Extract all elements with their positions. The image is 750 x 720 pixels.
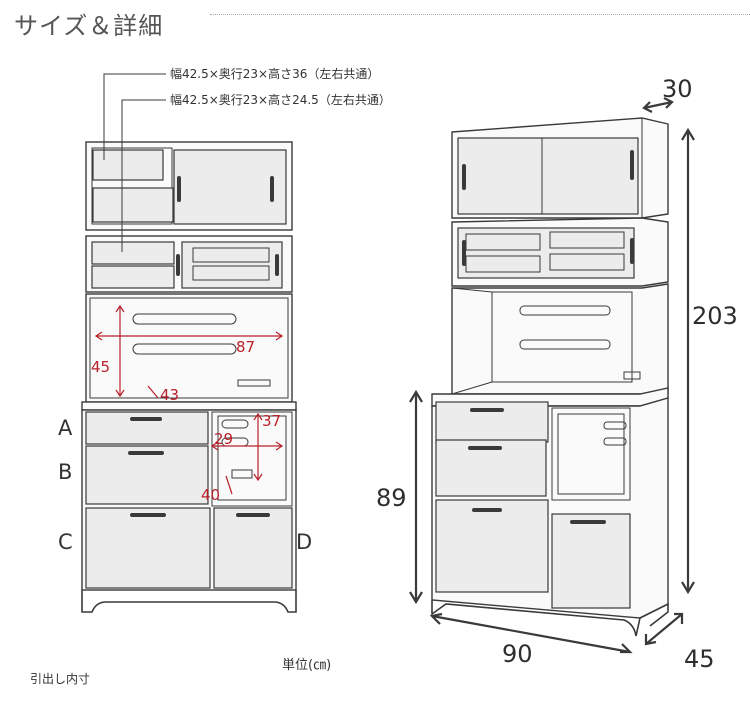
handle-icon [130, 513, 166, 517]
drawer-label-a: A [58, 416, 73, 440]
drawer-label-d: D [296, 530, 313, 554]
callout-leader-lower [121, 99, 166, 200]
dim-upper-depth: 30 [662, 75, 693, 103]
right-dimension-lines [409, 97, 695, 654]
handle-icon [275, 254, 279, 276]
handle-icon [468, 446, 502, 450]
drawer-label-c: C [58, 530, 73, 554]
handle-icon [177, 176, 181, 202]
handle-icon [128, 451, 164, 455]
left-plinth [81, 590, 297, 613]
dim-counter-depth: 43 [160, 386, 180, 404]
right-cabinet-perspective-view [409, 97, 695, 654]
callout-lower-drawer-size: 幅42.5×奥行23×高さ24.5（左右共通） [170, 93, 391, 107]
dim-total-width: 90 [502, 640, 533, 668]
dim-slot-depth: 40 [201, 486, 221, 504]
handle-icon [570, 520, 606, 524]
left-upper-sliding-door [173, 149, 287, 225]
dim-base-depth: 45 [684, 645, 715, 673]
handle-icon [472, 508, 502, 512]
handle-icon [462, 240, 466, 266]
dim-slot-width: 29 [214, 430, 234, 448]
callout-upper-drawer-size: 幅42.5×奥行23×高さ36（左右共通） [170, 67, 380, 81]
callout-leader-upper [103, 73, 166, 160]
drawer-c [85, 507, 211, 589]
right-open-counter [451, 283, 669, 395]
left-upper-drawer-2 [92, 187, 174, 223]
dim-counter-width: 87 [236, 338, 256, 356]
handle-icon [462, 164, 466, 190]
handle-icon [470, 408, 504, 412]
unit-label: 単位(㎝) [282, 658, 332, 673]
handle-icon [630, 238, 634, 264]
left-upper-drawer-1 [92, 149, 164, 181]
dim-counter-height: 45 [91, 358, 111, 376]
page-title: サイズ＆詳細 [14, 12, 164, 40]
right-drawer-d [551, 513, 631, 609]
left-appliance-slot [211, 411, 293, 507]
title-divider [210, 14, 750, 15]
left-dimension-lines [94, 304, 284, 495]
dim-base-height: 89 [376, 484, 407, 512]
dim-total-height: 203 [692, 302, 738, 330]
left-mid-door [181, 241, 283, 289]
drawer-label-b: B [58, 460, 73, 484]
drawer-a [85, 411, 209, 445]
inner-dimension-note: 引出し内寸 [30, 672, 91, 686]
drawer-d [213, 507, 293, 589]
right-upper-sliding-door [457, 137, 639, 215]
left-mid-drawer-1 [91, 241, 175, 265]
right-plinth [431, 600, 641, 637]
drawer-b [85, 445, 209, 505]
handle-icon [630, 150, 634, 180]
left-cabinet-front-view [81, 73, 297, 613]
handle-icon [270, 176, 274, 202]
handle-icon [236, 513, 270, 517]
right-drawer-c [435, 499, 549, 593]
left-mid-drawer-2 [91, 265, 175, 289]
handle-icon [130, 417, 162, 421]
handle-icon [176, 254, 180, 276]
right-appliance-slot [551, 407, 631, 501]
dim-slot-height: 37 [262, 412, 282, 430]
